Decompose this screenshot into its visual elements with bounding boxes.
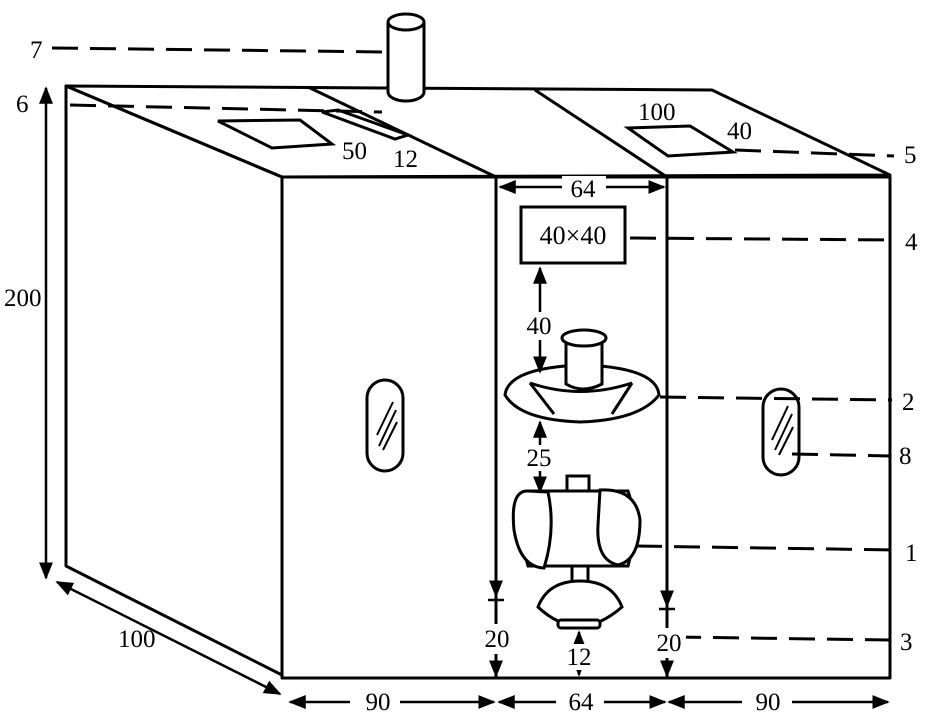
lamp-neck xyxy=(564,338,604,391)
chimney-opening xyxy=(386,12,426,32)
chimney xyxy=(386,12,426,103)
leader-7 xyxy=(51,46,387,54)
cabinet-top-face xyxy=(64,84,892,179)
lamp-dish-seg-left xyxy=(528,382,556,415)
fan-blade-right xyxy=(596,488,642,567)
center-box-label: 40×40 xyxy=(540,221,607,250)
callout-2: 2 xyxy=(902,389,915,416)
leader-2 xyxy=(659,395,893,402)
lamp-dish-inner xyxy=(529,381,633,393)
top-vents xyxy=(217,108,738,158)
top-divider-right xyxy=(534,88,668,179)
dimension-lines xyxy=(39,86,890,709)
fan-top-knob xyxy=(565,474,591,493)
dim-height-label: 200 xyxy=(4,285,42,312)
dim-box-lamp-label: 40 xyxy=(527,313,552,340)
callout-7: 7 xyxy=(30,37,43,64)
callout-1: 1 xyxy=(905,540,918,567)
leader-6 xyxy=(69,103,383,114)
dim-depth-label: 100 xyxy=(118,626,156,653)
callout-6: 6 xyxy=(16,91,29,118)
leader-5 xyxy=(734,148,895,158)
left-top-slot xyxy=(321,108,413,141)
callout-labels: 7 6 5 4 2 8 1 3 xyxy=(16,37,918,656)
left-top-vent xyxy=(217,118,337,150)
fan-assembly-1 xyxy=(511,474,642,630)
cabinet-body xyxy=(64,84,892,680)
fan-blade-left xyxy=(511,489,553,570)
callout-3: 3 xyxy=(900,629,913,656)
right-top-vent xyxy=(623,124,738,158)
lamp-cap xyxy=(560,328,608,348)
dim-left-clearance-label: 20 xyxy=(485,626,510,653)
leader-8 xyxy=(791,452,891,458)
dim-left-width-label: 90 xyxy=(366,689,391,716)
dim-left-vent-label: 50 xyxy=(342,138,367,165)
leader-3 xyxy=(674,635,891,642)
fan-foot xyxy=(556,618,602,630)
leader-lines xyxy=(51,46,897,642)
leader-1 xyxy=(635,544,896,552)
cabinet-side-face xyxy=(64,84,284,677)
dim-fan-base-label: 12 xyxy=(567,644,592,671)
dim-right-vent-length-label: 100 xyxy=(638,99,676,126)
dim-center-top-label: 64 xyxy=(571,176,597,203)
dim-right-width-label: 90 xyxy=(756,689,781,716)
dim-right-clearance-label: 20 xyxy=(657,630,682,657)
chimney-body xyxy=(386,22,426,103)
dim-lamp-fan-label: 25 xyxy=(527,445,552,472)
leader-4 xyxy=(629,236,897,242)
lamp-dish-seg-right xyxy=(610,382,634,415)
dim-left-slot-label: 12 xyxy=(393,146,418,173)
right-window-8 xyxy=(761,387,801,477)
lamp-assembly-2 xyxy=(503,328,661,424)
callout-4: 4 xyxy=(905,229,918,256)
callout-5: 5 xyxy=(904,142,917,169)
dim-center-width-label: 64 xyxy=(569,689,595,716)
center-box-4 xyxy=(519,205,627,265)
dim-right-vent-width-label: 40 xyxy=(727,118,752,145)
dim-depth-line xyxy=(55,580,282,696)
left-window xyxy=(365,378,405,473)
callout-8: 8 xyxy=(899,443,912,470)
dimension-labels: 200 100 90 64 90 64 40 25 20 20 12 50 12… xyxy=(4,99,792,716)
